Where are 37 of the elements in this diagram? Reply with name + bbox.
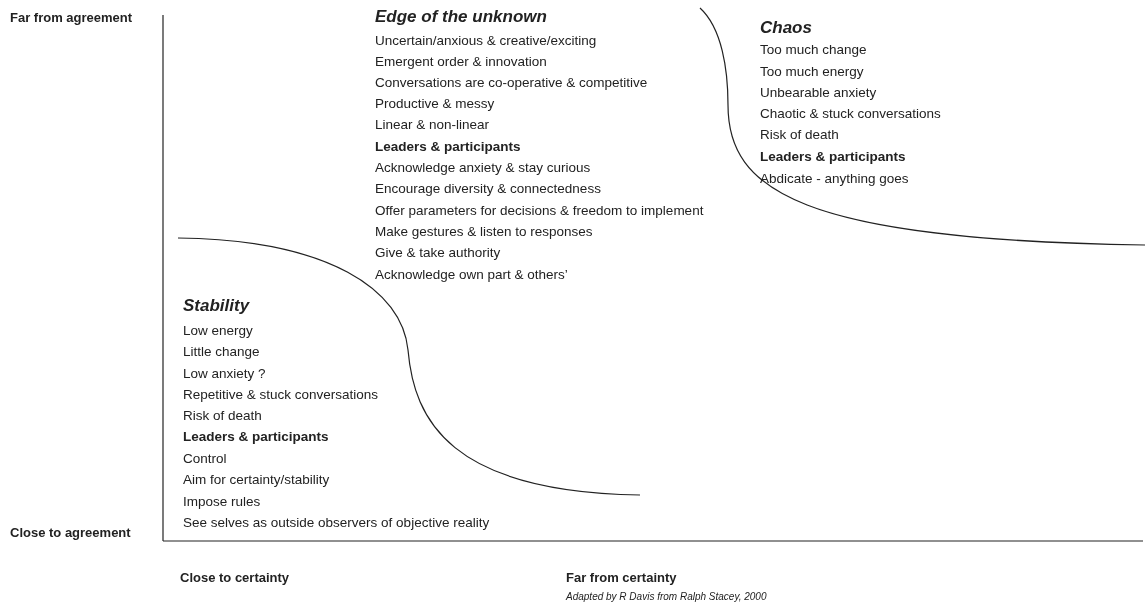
list-item: Linear & non-linear — [375, 117, 490, 133]
list-item: Impose rules — [183, 494, 261, 510]
list-item: See selves as outside observers of objective reality — [183, 515, 490, 531]
list-item: Uncertain/anxious & creative/exciting — [375, 33, 597, 49]
list-item: Low anxiety ? — [183, 366, 266, 382]
list-item: Emergent order & innovation — [375, 54, 547, 70]
list-item: Give & take authority — [375, 245, 501, 261]
zone-heading: Chaos — [760, 18, 812, 38]
list-item: Low energy — [183, 323, 253, 339]
list-item: Productive & messy — [375, 96, 495, 112]
list-item: Risk of death — [183, 408, 262, 424]
list-item: Repetitive & stuck conversations — [183, 387, 379, 403]
list-item: Too much change — [760, 42, 867, 58]
zone-heading: Edge of the unknown — [375, 7, 547, 27]
list-item: Abdicate - anything goes — [760, 171, 909, 187]
list-item: Risk of death — [760, 127, 839, 143]
list-item: Offer parameters for decisions & freedom to implement — [375, 203, 704, 219]
list-item: Too much energy — [760, 64, 864, 80]
list-item: Aim for certainty/stability — [183, 472, 330, 488]
caption: Adapted by R Davis from Ralph Stacey, 2000 — [566, 591, 767, 603]
list-item: Encourage diversity & connectedness — [375, 181, 601, 197]
axis-label: Close to certainty — [180, 570, 290, 586]
list-item: Acknowledge own part & others’ — [375, 267, 568, 283]
axis-label: Far from certainty — [566, 570, 677, 586]
list-item: Conversations are co-operative & competitive — [375, 75, 648, 91]
axis-label: Far from agreement — [10, 10, 133, 26]
subheading: Leaders & participants — [760, 149, 906, 165]
list-item: Chaotic & stuck conversations — [760, 106, 941, 122]
subheading: Leaders & participants — [375, 139, 521, 155]
list-item: Acknowledge anxiety & stay curious — [375, 160, 591, 176]
axis-label: Close to agreement — [10, 525, 131, 541]
list-item: Make gestures & listen to responses — [375, 224, 593, 240]
zone-heading: Stability — [183, 296, 250, 316]
list-item: Little change — [183, 344, 260, 360]
subheading: Leaders & participants — [183, 429, 329, 445]
list-item: Control — [183, 451, 227, 467]
list-item: Unbearable anxiety — [760, 85, 877, 101]
